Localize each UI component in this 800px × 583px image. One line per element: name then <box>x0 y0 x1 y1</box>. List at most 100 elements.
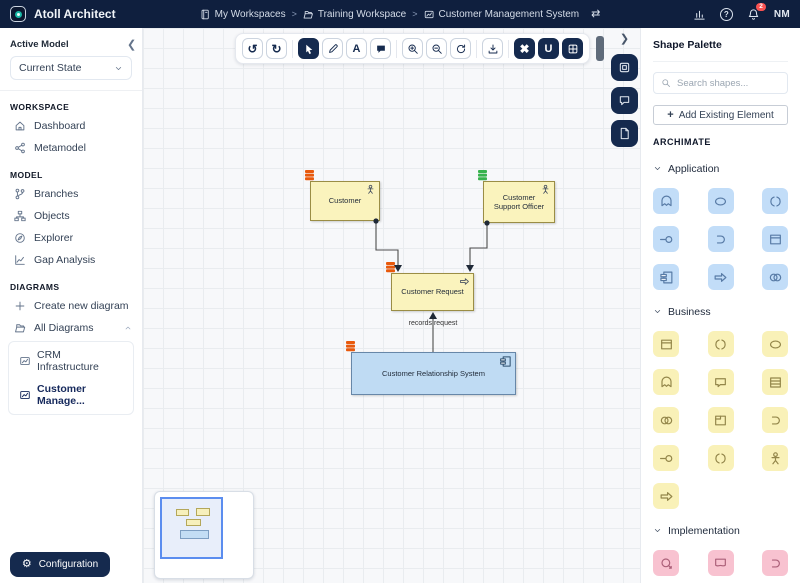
analytics-icon[interactable] <box>693 8 706 21</box>
frame-shape-tile[interactable] <box>762 226 788 252</box>
workpackage-shape-tile[interactable] <box>653 550 679 576</box>
sidebar-item-dashboard[interactable]: Dashboard <box>0 115 142 137</box>
sidebar-item-all-diagrams[interactable]: All Diagrams <box>0 317 142 339</box>
palette-section-header[interactable]: Business <box>653 303 788 321</box>
interaction-shape-tile[interactable] <box>653 188 679 214</box>
app-logo <box>10 6 26 22</box>
zoom-out-button[interactable] <box>426 38 447 59</box>
diagram-node-customer-support-officer[interactable]: Customer Support Officer <box>478 170 555 223</box>
version-stack-badge-green <box>478 170 487 173</box>
business-actor-icon <box>365 184 376 195</box>
breadcrumb-current-diagram[interactable]: Customer Management System <box>424 8 580 20</box>
service-shape-tile[interactable] <box>762 407 788 433</box>
diagram-item-customer-management[interactable]: Customer Manage... <box>9 378 133 412</box>
diagram-item-crm-infrastructure[interactable]: CRM Infrastructure <box>9 344 133 378</box>
product-shape-tile[interactable] <box>707 407 734 433</box>
sidebar-item-explorer[interactable]: Explorer <box>0 227 142 249</box>
comments-tab-button[interactable] <box>611 87 638 114</box>
sidebar-item-metamodel[interactable]: Metamodel <box>0 137 142 159</box>
diagram-node-customer-relationship-system[interactable]: Customer Relationship System <box>346 341 516 395</box>
sidebar-item-gap-analysis[interactable]: Gap Analysis <box>0 249 142 271</box>
undo-button[interactable]: ↺ <box>242 38 263 59</box>
service-shape-tile[interactable] <box>762 550 788 576</box>
help-icon[interactable]: ? <box>719 7 733 21</box>
split-circle-shape-tile[interactable] <box>762 188 788 214</box>
sidebar-item-label: Dashboard <box>34 120 86 132</box>
sidebar-item-label: Create new diagram <box>34 300 129 312</box>
split-circle-shape-tile[interactable] <box>707 331 734 357</box>
oval-shape-tile[interactable] <box>707 188 734 214</box>
user-avatar[interactable]: NM <box>773 8 790 20</box>
diagram-node-customer-request[interactable]: Customer Request <box>386 262 474 311</box>
toolbar-drag-handle[interactable] <box>596 36 604 61</box>
sidebar-item-objects[interactable]: Objects <box>0 205 142 227</box>
redo-button[interactable]: ↻ <box>266 38 287 59</box>
shape-palette-tab-button[interactable] <box>611 54 638 81</box>
breadcrumb-training-workspace[interactable]: Training Workspace <box>303 9 406 20</box>
search-icon <box>661 78 671 88</box>
document-tab-button[interactable] <box>611 120 638 147</box>
palette-section-application: Application <box>653 160 788 290</box>
process-arrow-shape-tile[interactable] <box>707 264 734 290</box>
diagram-node-customer[interactable]: Customer <box>305 170 380 221</box>
palette-sections: ApplicationBusinessImplementationMotivat… <box>653 160 788 583</box>
chevron-up-icon <box>124 324 132 332</box>
reset-view-button[interactable] <box>450 38 471 59</box>
select-cursor-button[interactable] <box>298 38 319 59</box>
draw-pencil-button[interactable] <box>322 38 343 59</box>
configuration-button[interactable]: ⚙ Configuration <box>10 552 110 577</box>
diagram-item-label: CRM Infrastructure <box>37 349 99 373</box>
diagrams-section-title: DIAGRAMS <box>10 282 60 292</box>
add-existing-element-button[interactable]: + Add Existing Element <box>653 105 788 125</box>
minimap[interactable] <box>154 491 254 579</box>
oval-shape-tile[interactable] <box>762 331 788 357</box>
interaction-shape-tile[interactable] <box>653 369 679 395</box>
diagram-icon <box>19 389 31 401</box>
sidebar-item-create-diagram[interactable]: Create new diagram <box>0 295 142 317</box>
component-shape-tile[interactable] <box>653 264 679 290</box>
switch-diagram-icon[interactable]: ⇄ <box>591 7 601 20</box>
active-model-select[interactable]: Current State <box>10 56 132 80</box>
diagram-canvas[interactable]: ↺ ↻ A ✖ U <box>143 28 640 583</box>
multi-tool-button[interactable]: ✖ <box>514 38 535 59</box>
collaboration-shape-tile[interactable] <box>653 407 679 433</box>
edge-label: records request <box>408 320 458 327</box>
representation-shape-tile[interactable] <box>707 369 734 395</box>
split-circle-shape-tile[interactable] <box>707 445 734 471</box>
interface-shape-tile[interactable] <box>653 226 679 252</box>
process-arrow-shape-tile[interactable] <box>653 483 679 509</box>
palette-section-header[interactable]: Implementation <box>653 522 788 540</box>
minimap-viewport[interactable] <box>160 497 223 559</box>
actor-shape-tile[interactable] <box>762 445 788 471</box>
grid-view-button[interactable] <box>562 38 583 59</box>
notifications-bell-icon[interactable]: 2 <box>747 2 766 21</box>
frame-shape-tile[interactable] <box>653 331 679 357</box>
comment-tool-button[interactable] <box>370 38 391 59</box>
collapse-sidebar-icon[interactable]: ❮ <box>127 39 137 51</box>
breadcrumb: My Workspaces > Training Workspace > Cus… <box>200 7 601 20</box>
shape-search[interactable] <box>653 72 788 94</box>
deliverable-shape-tile[interactable] <box>707 550 734 576</box>
palette-section-label: Application <box>668 163 720 175</box>
minimap-node <box>196 508 210 516</box>
u-tool-button[interactable]: U <box>538 38 559 59</box>
service-shape-tile[interactable] <box>707 226 734 252</box>
zoom-in-button[interactable] <box>402 38 423 59</box>
configuration-label: Configuration <box>38 559 99 570</box>
breadcrumb-workspaces[interactable]: My Workspaces <box>200 9 286 20</box>
interface-shape-tile[interactable] <box>653 445 679 471</box>
breadcrumb-label: Customer Management System <box>438 8 580 20</box>
text-tool-button[interactable]: A <box>346 38 367 59</box>
folder-icon <box>303 9 314 20</box>
search-input[interactable] <box>677 77 780 89</box>
collaboration-shape-tile[interactable] <box>762 264 788 290</box>
sidebar-item-label: Objects <box>34 210 70 222</box>
panel-title: Shape Palette <box>653 28 788 62</box>
collapse-panel-icon[interactable]: ❯ <box>619 33 630 45</box>
download-button[interactable] <box>482 38 503 59</box>
node-label: Customer Relationship System <box>382 368 485 378</box>
layers-shape-tile[interactable] <box>762 369 788 395</box>
sidebar-item-label: Gap Analysis <box>34 254 96 266</box>
sidebar-item-branches[interactable]: Branches <box>0 183 142 205</box>
palette-section-header[interactable]: Application <box>653 160 788 178</box>
